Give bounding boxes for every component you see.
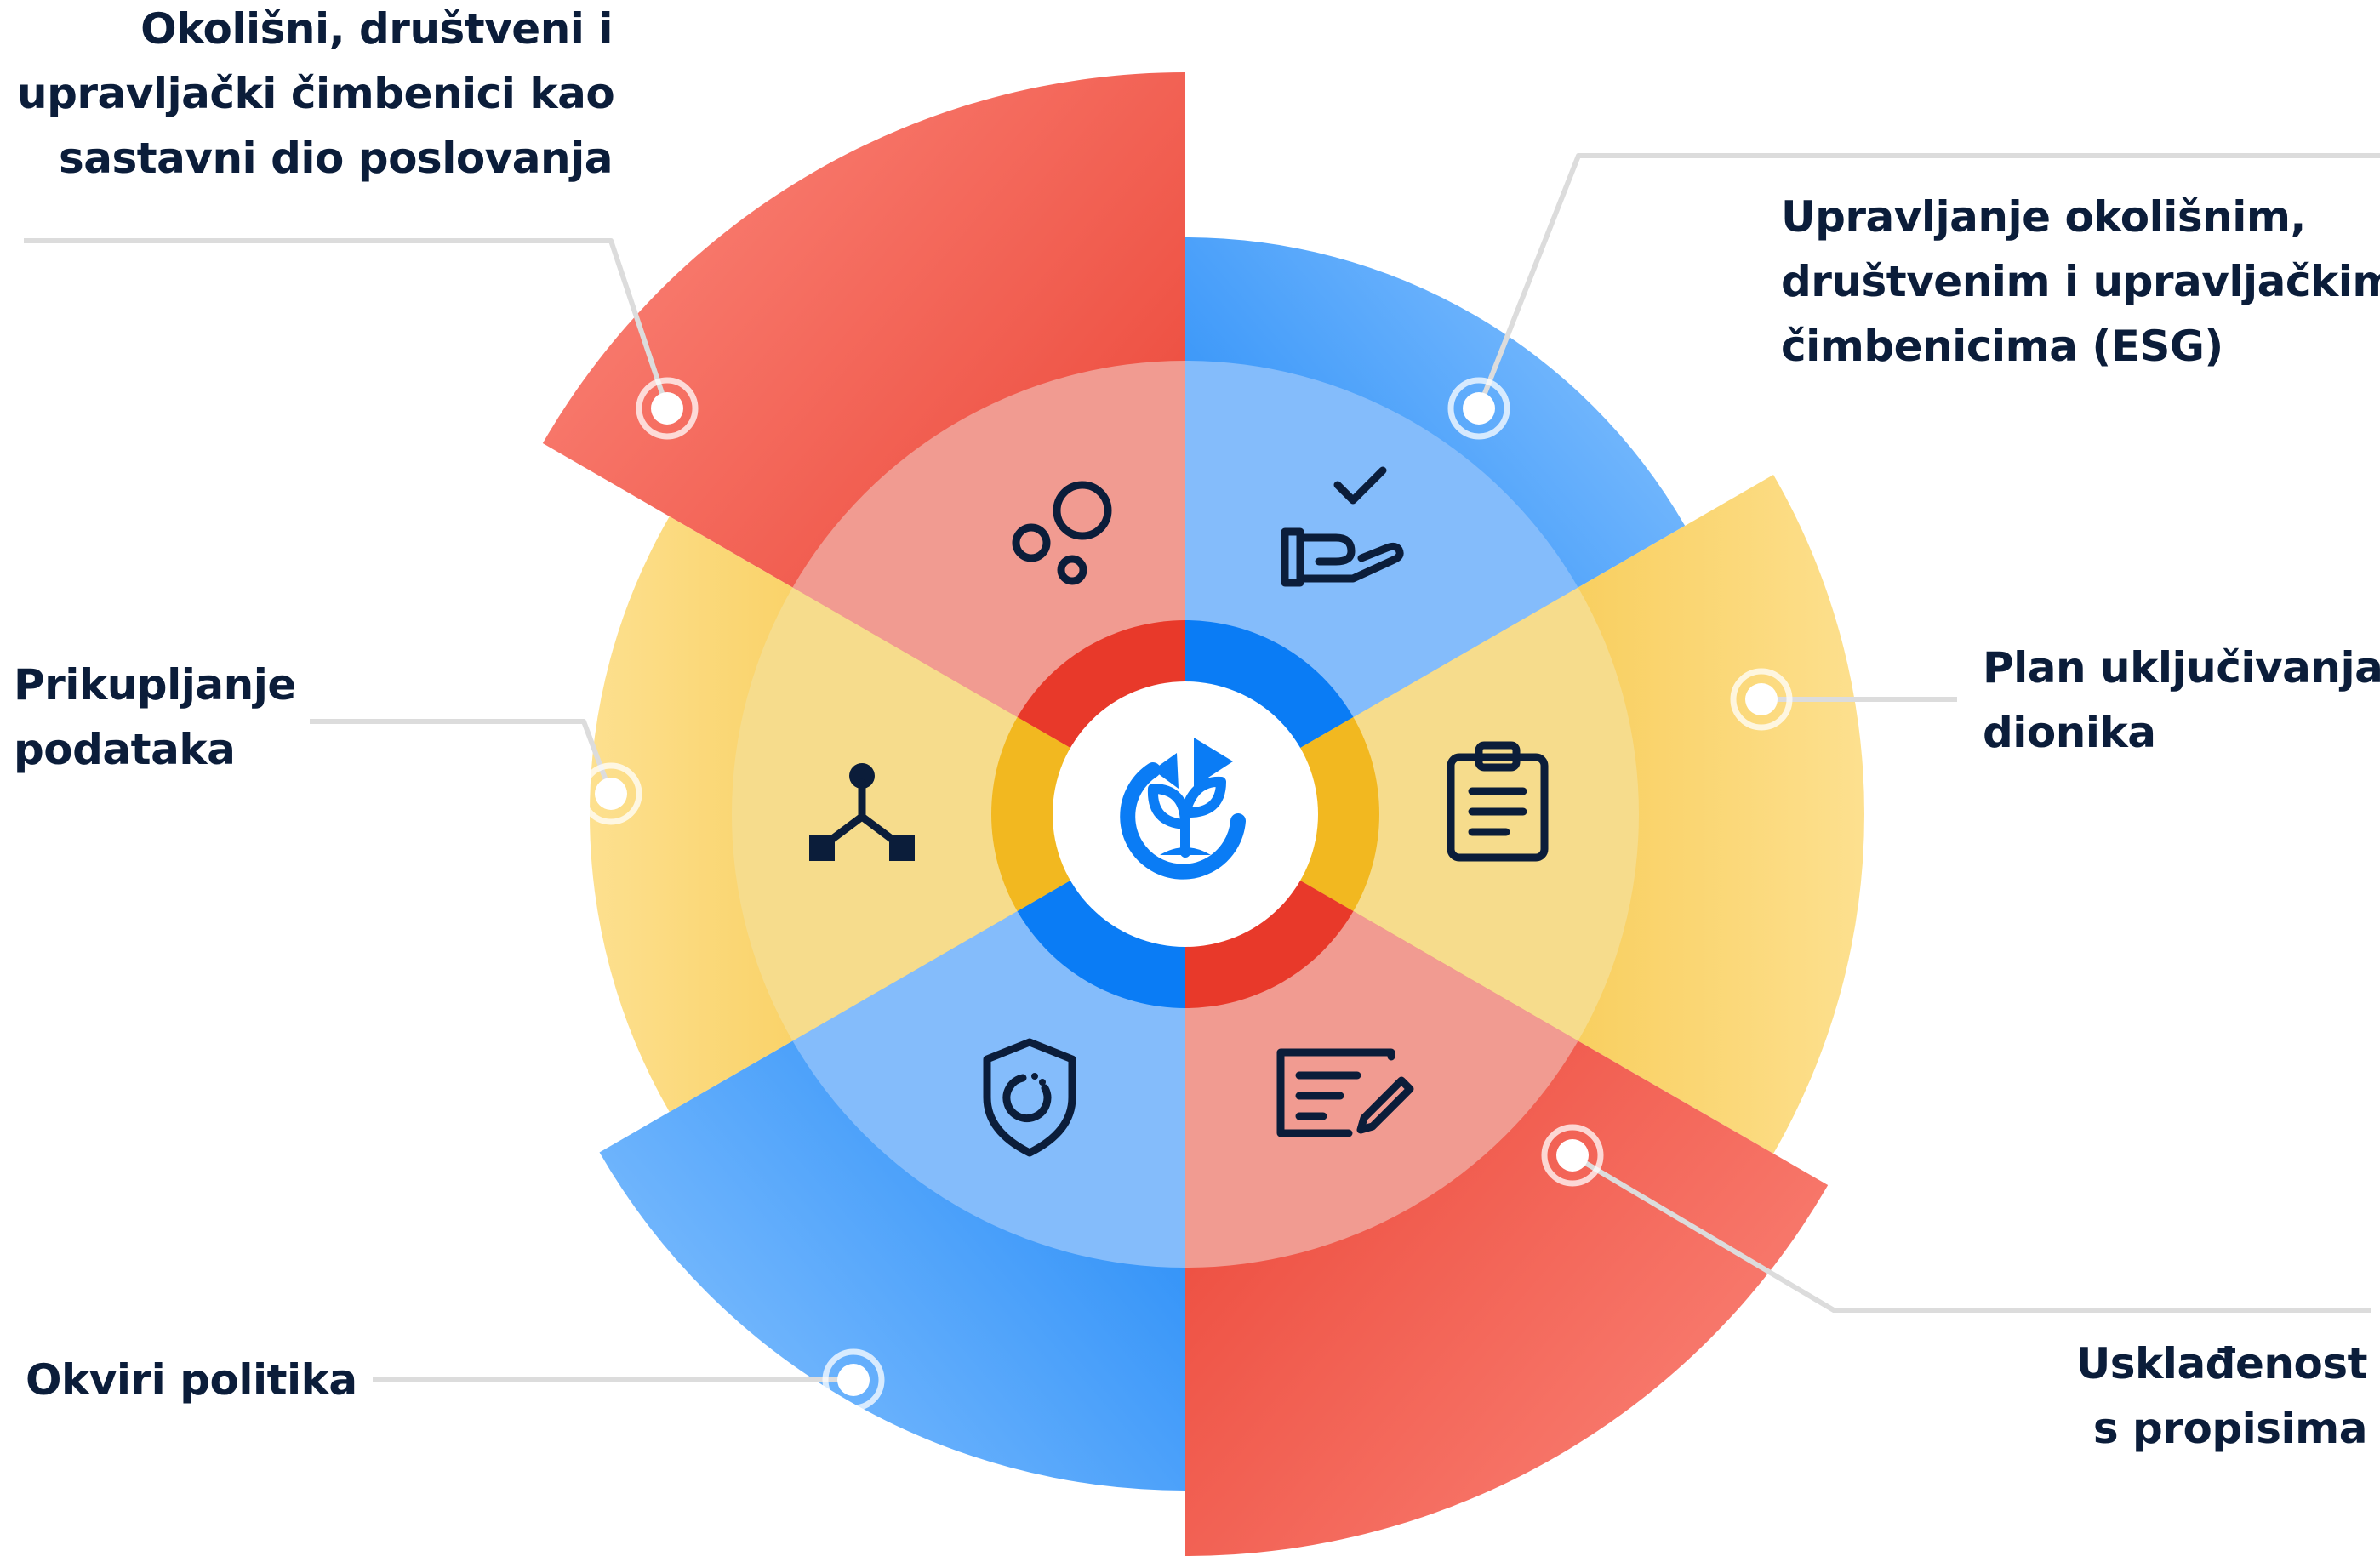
hand-check-icon <box>1281 466 1404 587</box>
segment-icons <box>809 466 1549 1157</box>
label-policy-frameworks: Okviri politika <box>26 1355 357 1405</box>
label-esg-management: Upravljanje okolišnim, društvenim i upra… <box>1781 192 2380 371</box>
middle-sector-stakeholder-plan <box>1185 587 1639 1041</box>
edit-document-icon <box>1276 1048 1414 1137</box>
marker-esg-integration <box>636 377 699 440</box>
label-compliance: Usklađenost s propisima <box>2075 1339 2368 1453</box>
marker-policy-frameworks <box>822 1348 885 1411</box>
middle-sector-data-collection <box>732 587 1185 1041</box>
shield-icon <box>983 1038 1076 1157</box>
leader-line-esg-integration <box>24 238 670 409</box>
clipboard-icon <box>1447 741 1549 862</box>
leader-line-data-collection <box>310 719 614 795</box>
leader-line-esg-management <box>1476 153 2380 410</box>
markers <box>579 377 1793 1411</box>
marker-esg-management <box>1447 377 1510 440</box>
leader-line-compliance <box>1571 1153 2371 1313</box>
bubbles-icon <box>1012 481 1112 585</box>
label-stakeholder-plan: Plan uključivanja dionika <box>1983 643 2380 757</box>
label-data-collection: Prikupljanje podataka <box>14 660 296 774</box>
hierarchy-icon <box>809 763 915 861</box>
recycle-plant-icon <box>1120 738 1246 880</box>
label-esg-integration: Okolišni, društveni i upravljački čimben… <box>17 4 615 183</box>
marker-stakeholder-plan <box>1730 668 1793 731</box>
marker-data-collection <box>579 762 642 825</box>
marker-compliance <box>1541 1124 1604 1187</box>
